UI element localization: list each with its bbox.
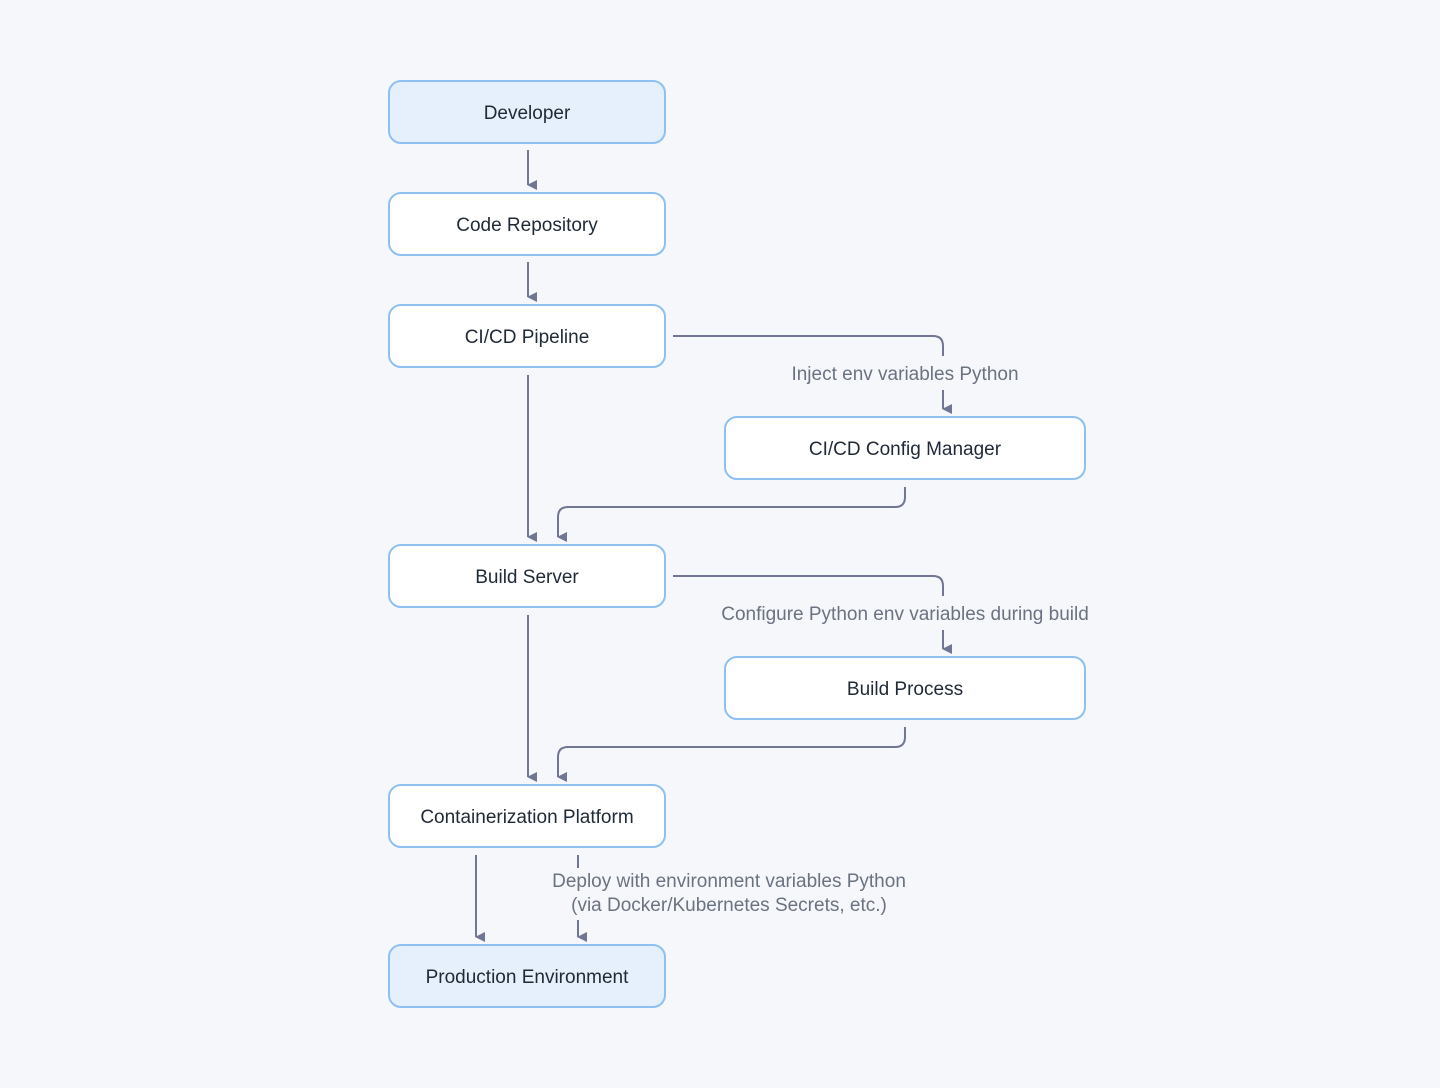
node-box-code-repository — [388, 192, 666, 256]
node-code-repository: Code Repository — [388, 192, 666, 256]
edge-cicd-pipeline-to-cicd-config-manager — [673, 335, 943, 409]
node-build-server: Build Server — [388, 544, 666, 608]
node-box-build-process — [724, 656, 1086, 720]
node-label-build-process: Build Process — [847, 679, 963, 700]
edge-label-cicd-pipeline-to-cicd-config-manager: Inject env variables Python — [791, 364, 1018, 385]
node-label-production-environment: Production Environment — [426, 967, 629, 988]
node-developer: Developer — [388, 80, 666, 144]
node-cicd-config-manager: CI/CD Config Manager — [724, 416, 1086, 480]
node-box-cicd-config-manager — [724, 416, 1086, 480]
edge-build-process-to-containerization-platform — [557, 727, 906, 782]
node-box-build-server — [388, 544, 666, 608]
node-label-code-repository: Code Repository — [456, 215, 598, 236]
node-label-build-server: Build Server — [475, 567, 579, 588]
node-production-environment: Production Environment — [388, 944, 666, 1008]
node-label-containerization-platform: Containerization Platform — [420, 807, 633, 828]
node-label-cicd-config-manager: CI/CD Config Manager — [809, 439, 1002, 460]
node-box-containerization-platform — [388, 784, 666, 848]
edge-build-server-to-build-process — [673, 575, 943, 649]
node-box-production-environment — [388, 944, 666, 1008]
node-box-cicd-pipeline — [388, 304, 666, 368]
edge-label-build-server-to-build-process: Configure Python env variables during bu… — [721, 604, 1089, 625]
node-containerization-platform: Containerization Platform — [388, 784, 666, 848]
node-box-developer — [388, 80, 666, 144]
edge-label-containerization-platform-to-production-environment: Deploy with environment variables Python… — [552, 871, 906, 916]
node-label-developer: Developer — [484, 103, 571, 124]
node-label-cicd-pipeline: CI/CD Pipeline — [465, 327, 590, 348]
edge-cicd-config-manager-to-build-server — [557, 487, 906, 542]
node-cicd-pipeline: CI/CD Pipeline — [388, 304, 666, 368]
node-build-process: Build Process — [724, 656, 1086, 720]
